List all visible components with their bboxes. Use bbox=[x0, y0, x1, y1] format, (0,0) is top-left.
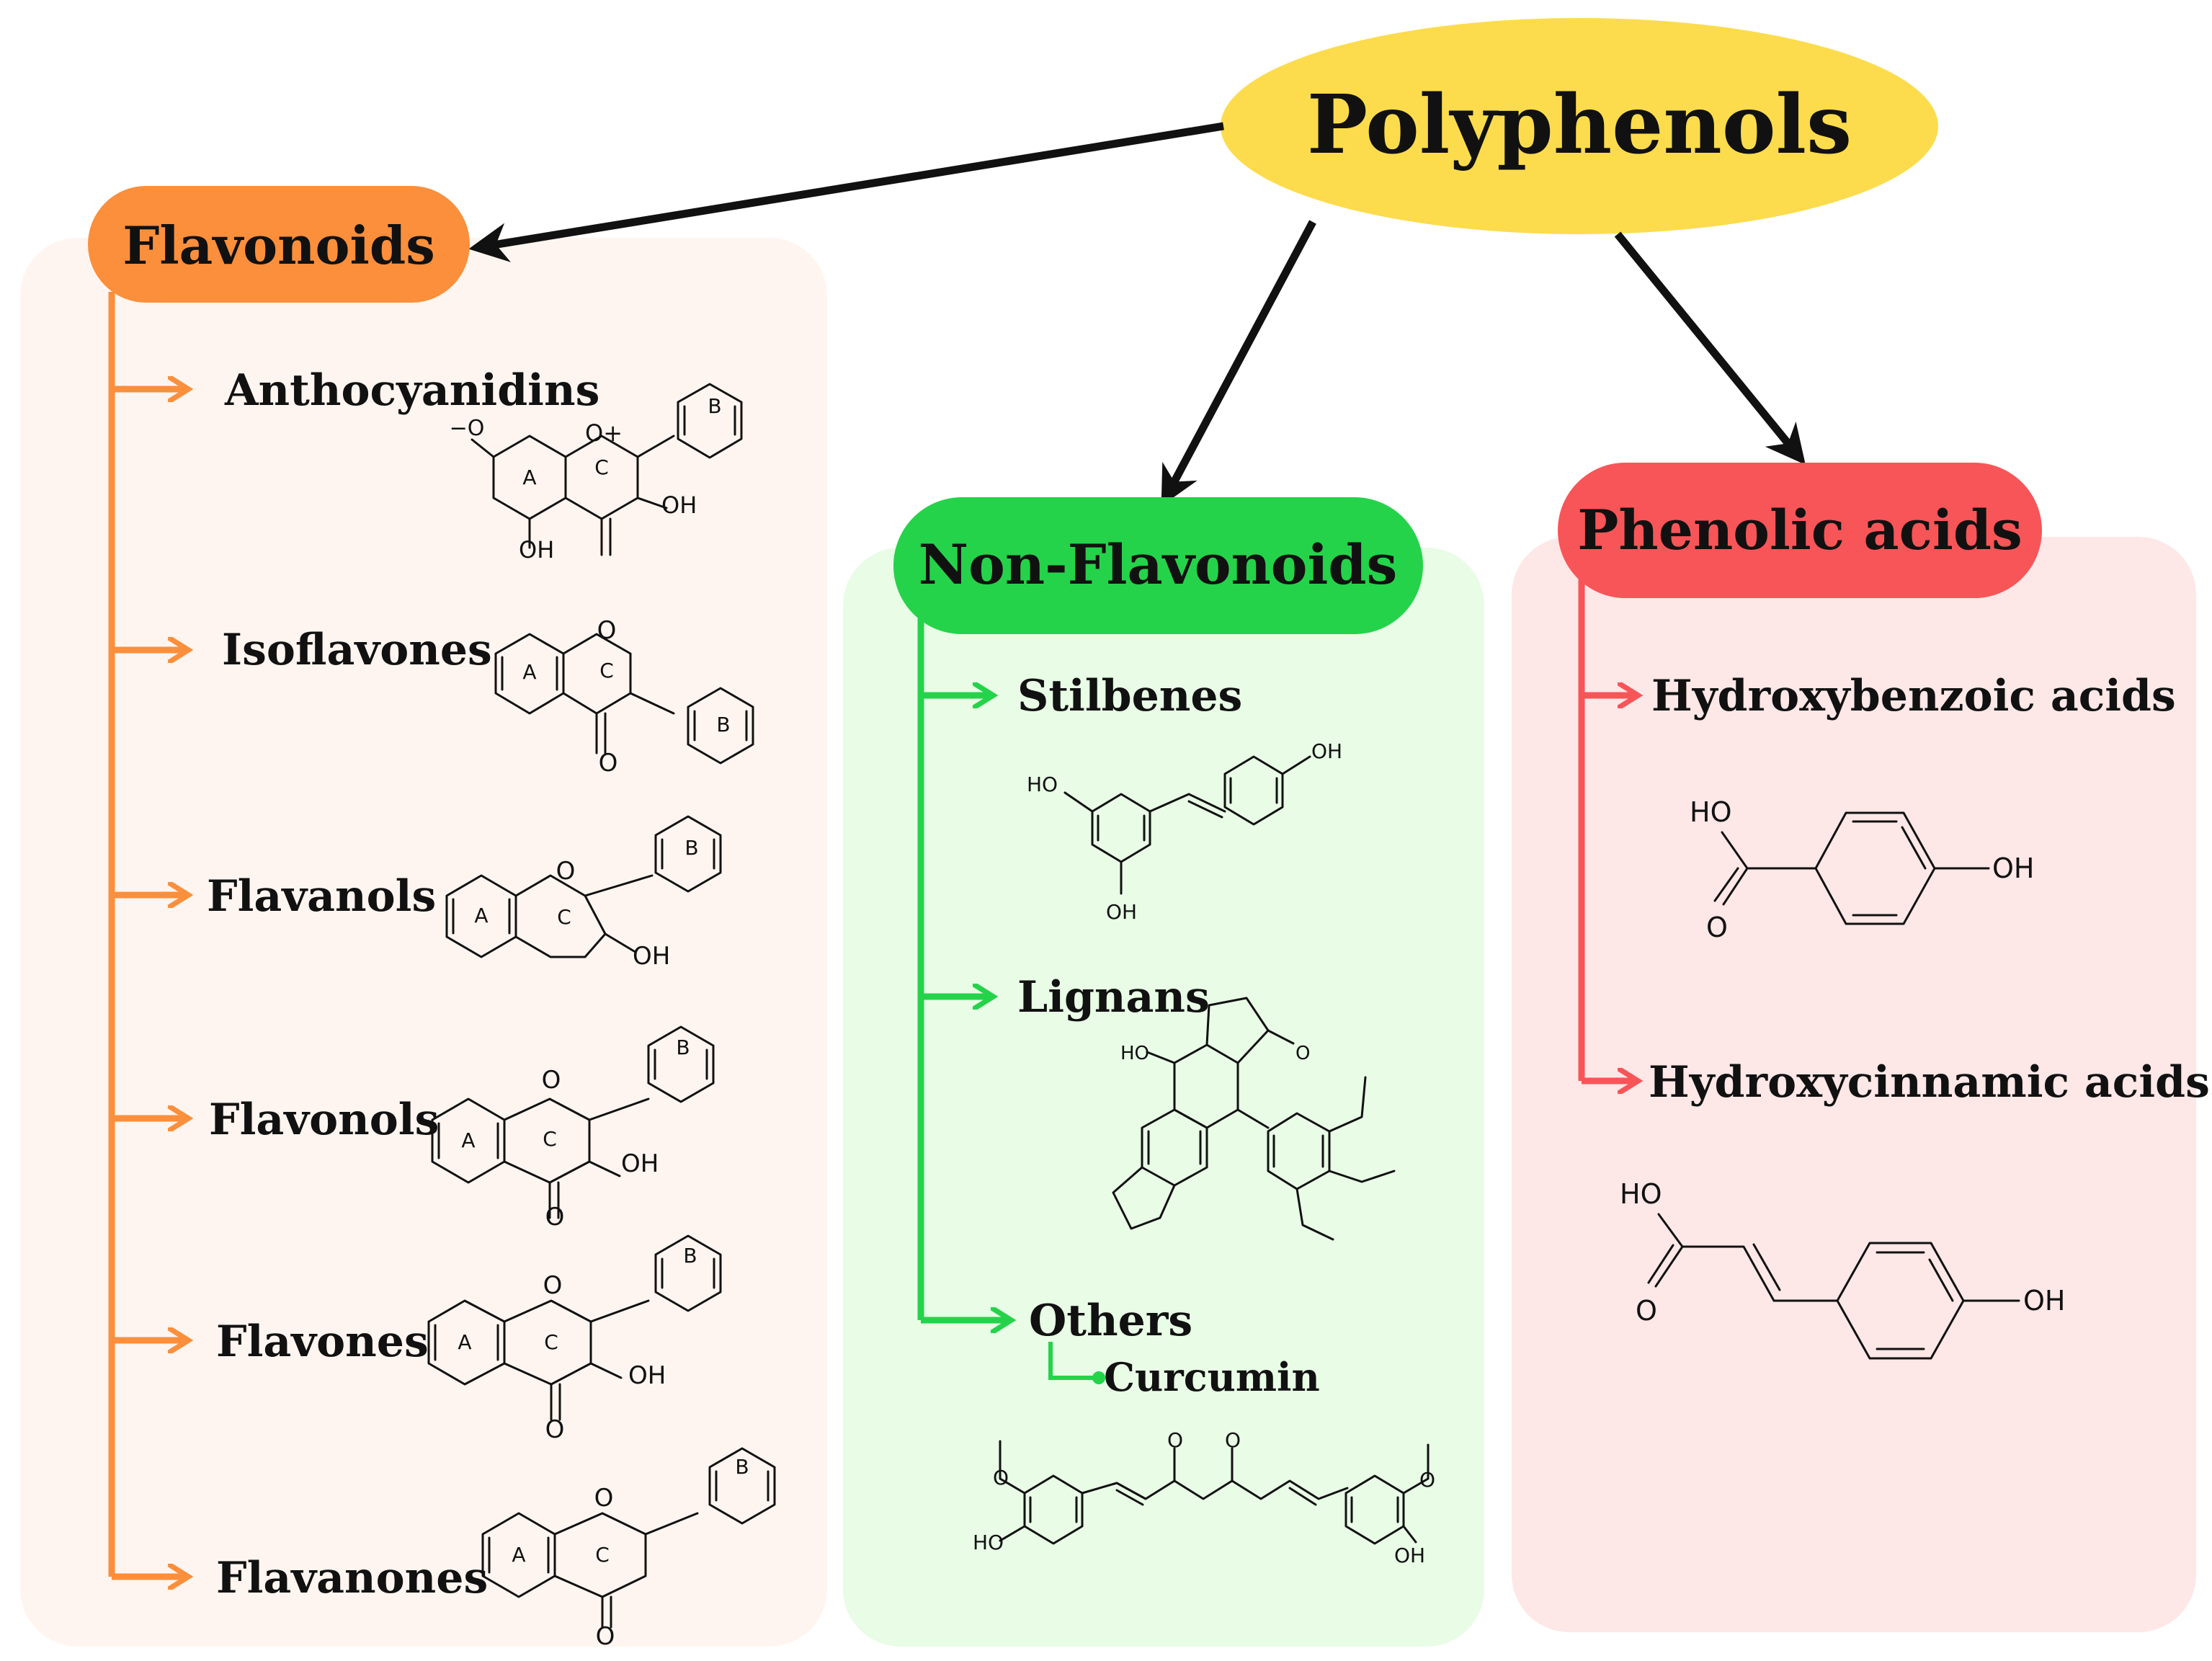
chem-label: O bbox=[597, 616, 617, 645]
flavonoid-item: Flavonols bbox=[209, 1095, 439, 1145]
chem-label: HO bbox=[973, 1531, 1004, 1554]
hydroxybenzoic-structure: HO O OH bbox=[1690, 796, 2034, 943]
chem-label: HO bbox=[1120, 1043, 1149, 1064]
chem-label: A bbox=[512, 1543, 525, 1567]
phenolic-item: Hydroxybenzoic acids bbox=[1651, 671, 2176, 721]
curcumin-structure: O HO O O O OH bbox=[973, 1428, 1435, 1567]
chem-label: O bbox=[993, 1466, 1009, 1489]
chem-label: C bbox=[543, 1127, 557, 1151]
arrow-icon bbox=[1161, 220, 1316, 507]
chem-label: O bbox=[543, 1271, 563, 1300]
flavanol-structure: A C B O OH bbox=[445, 815, 722, 971]
nonflavonoid-item: Others bbox=[1029, 1296, 1192, 1346]
chem-label: OH bbox=[1992, 852, 2034, 884]
arrow-icon bbox=[1614, 231, 1806, 466]
flavone-structure: A C B O O OH bbox=[427, 1234, 722, 1444]
chem-label: O bbox=[542, 1066, 561, 1095]
nonflavonoids-panel bbox=[843, 548, 1484, 1647]
curcumin-connector bbox=[1048, 1342, 1095, 1380]
chem-label: O bbox=[1636, 1295, 1657, 1327]
root-node bbox=[1221, 18, 1938, 234]
chem-label: OH bbox=[1311, 739, 1342, 763]
chem-label: O+ bbox=[585, 419, 623, 447]
flavonoids-label: Flavonoids bbox=[122, 215, 435, 276]
chem-label: B bbox=[683, 1244, 697, 1268]
flavonoid-item: Flavones bbox=[216, 1317, 429, 1367]
nonflavonoid-item: Lignans bbox=[1017, 972, 1210, 1023]
chem-label: C bbox=[594, 455, 609, 479]
chem-label: B bbox=[676, 1036, 690, 1059]
chem-label: C bbox=[599, 659, 614, 682]
chem-label: B bbox=[735, 1455, 749, 1479]
chem-label: HO bbox=[1620, 1178, 1662, 1210]
chem-label: −O bbox=[450, 416, 485, 441]
flavonoid-item: Flavanols bbox=[207, 871, 436, 922]
flavonoid-item: Flavanones bbox=[216, 1553, 488, 1603]
chem-label: B bbox=[716, 713, 730, 736]
chem-label: O bbox=[1706, 912, 1728, 943]
chem-label: OH bbox=[621, 1149, 659, 1178]
chem-label: O bbox=[594, 1484, 614, 1513]
chem-label: A bbox=[522, 466, 536, 489]
anthocyanidin-structure: A C B O+ −O OH OH bbox=[450, 383, 743, 564]
chem-label: O bbox=[1167, 1428, 1183, 1452]
chem-label: C bbox=[557, 905, 571, 929]
nonflavonoid-item: Stilbenes bbox=[1017, 671, 1242, 721]
phenolic-item: Hydroxycinnamic acids bbox=[1649, 1057, 2210, 1108]
benzene-ring-icon bbox=[654, 815, 722, 893]
benzene-ring-icon bbox=[677, 383, 743, 459]
hydroxycinnamic-structure: HO O OH bbox=[1620, 1178, 2065, 1360]
stilbene-structure: HO OH OH bbox=[1027, 739, 1342, 924]
chem-label: O bbox=[596, 1622, 615, 1651]
chem-label: O bbox=[599, 749, 618, 778]
chem-label: B bbox=[708, 394, 721, 418]
chem-label: B bbox=[684, 836, 698, 860]
chem-label: A bbox=[461, 1128, 475, 1152]
arrow-icon bbox=[468, 122, 1224, 262]
lignan-structure: HO O bbox=[1112, 997, 1396, 1241]
chem-label: OH bbox=[1106, 900, 1137, 924]
chem-label: HO bbox=[1027, 772, 1058, 796]
chem-label: C bbox=[595, 1543, 610, 1567]
root-title: Polyphenols bbox=[1307, 78, 1852, 172]
phenolic-node bbox=[1558, 463, 2042, 598]
curcumin-bullet bbox=[1092, 1371, 1105, 1384]
chem-label: O bbox=[1295, 1043, 1310, 1064]
chem-label: C bbox=[544, 1330, 558, 1354]
chem-label: OH bbox=[661, 491, 697, 519]
chem-label: A bbox=[522, 660, 536, 684]
flavonoids-panel bbox=[20, 238, 827, 1647]
chem-label: O bbox=[1225, 1428, 1241, 1452]
isoflavone-structure: A C B O O bbox=[494, 616, 754, 778]
flavonoids-node bbox=[88, 186, 470, 303]
benzene-ring-icon bbox=[687, 687, 754, 765]
benzene-ring-icon bbox=[654, 1234, 722, 1312]
nonflavonoids-label: Non-Flavonoids bbox=[919, 533, 1398, 597]
chem-label: O bbox=[1419, 1468, 1435, 1492]
nonflavonoids-node bbox=[893, 497, 1423, 634]
chem-label: OH bbox=[519, 536, 554, 564]
phenolic-panel bbox=[1512, 537, 2196, 1632]
chem-label: HO bbox=[1690, 796, 1731, 828]
flavonoid-item: Anthocyanidins bbox=[224, 365, 599, 416]
nonflavonoid-subitem: Curcumin bbox=[1104, 1354, 1320, 1400]
chem-label: OH bbox=[1394, 1544, 1425, 1567]
flavanone-structure: A C B O O bbox=[481, 1447, 776, 1651]
chem-label: O bbox=[545, 1415, 565, 1444]
chem-label: A bbox=[458, 1330, 471, 1354]
chem-label: O bbox=[556, 857, 576, 886]
chem-label: OH bbox=[633, 942, 670, 971]
chem-label: OH bbox=[628, 1361, 666, 1390]
flavonol-structure: A C B O O OH bbox=[431, 1025, 715, 1232]
benzene-ring-icon bbox=[647, 1025, 715, 1103]
chem-label: A bbox=[474, 904, 488, 927]
chem-label: OH bbox=[2023, 1285, 2065, 1317]
benzene-ring-icon bbox=[708, 1447, 776, 1525]
phenolic-label: Phenolic acids bbox=[1577, 498, 2023, 562]
chem-label: O bbox=[545, 1203, 565, 1232]
flavonoid-item: Isoflavones bbox=[222, 625, 492, 675]
